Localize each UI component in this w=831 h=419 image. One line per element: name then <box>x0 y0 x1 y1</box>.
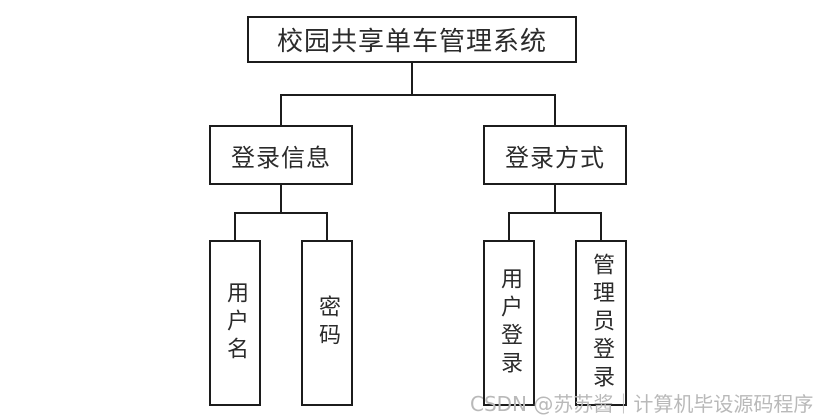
connector-login-info-stem <box>280 185 282 213</box>
connector-root-stem <box>411 63 413 95</box>
connector-drop-password <box>326 212 328 241</box>
node-login-method-label: 登录方式 <box>505 143 605 172</box>
node-user-login-label: 用户登录 <box>497 267 522 379</box>
node-username[interactable]: 用户名 <box>209 240 261 406</box>
connector-drop-admin-login <box>600 212 602 241</box>
connector-drop-username <box>234 212 236 241</box>
node-username-label: 用户名 <box>223 281 248 365</box>
node-user-login[interactable]: 用户登录 <box>483 240 535 406</box>
node-admin-login[interactable]: 管理员登录 <box>575 240 627 406</box>
connector-level2-bus <box>280 94 555 96</box>
node-root[interactable]: 校园共享单车管理系统 <box>247 16 577 63</box>
node-login-method[interactable]: 登录方式 <box>483 125 627 185</box>
node-login-info[interactable]: 登录信息 <box>209 125 353 185</box>
node-root-label: 校园共享单车管理系统 <box>276 27 547 57</box>
node-admin-login-label: 管理员登录 <box>589 253 614 393</box>
connector-right-leaf-bus <box>508 212 601 214</box>
connector-login-method-stem <box>554 185 556 213</box>
node-password[interactable]: 密码 <box>301 240 353 406</box>
connector-drop-user-login <box>508 212 510 241</box>
csdn-watermark: CSDN @苏苏酱｜计算机毕设源码程序 <box>470 392 814 416</box>
connector-left-leaf-bus <box>234 212 327 214</box>
connector-drop-login-method <box>554 94 556 125</box>
node-login-info-label: 登录信息 <box>231 143 331 172</box>
connector-drop-login-info <box>280 94 282 125</box>
node-password-label: 密码 <box>315 295 340 351</box>
